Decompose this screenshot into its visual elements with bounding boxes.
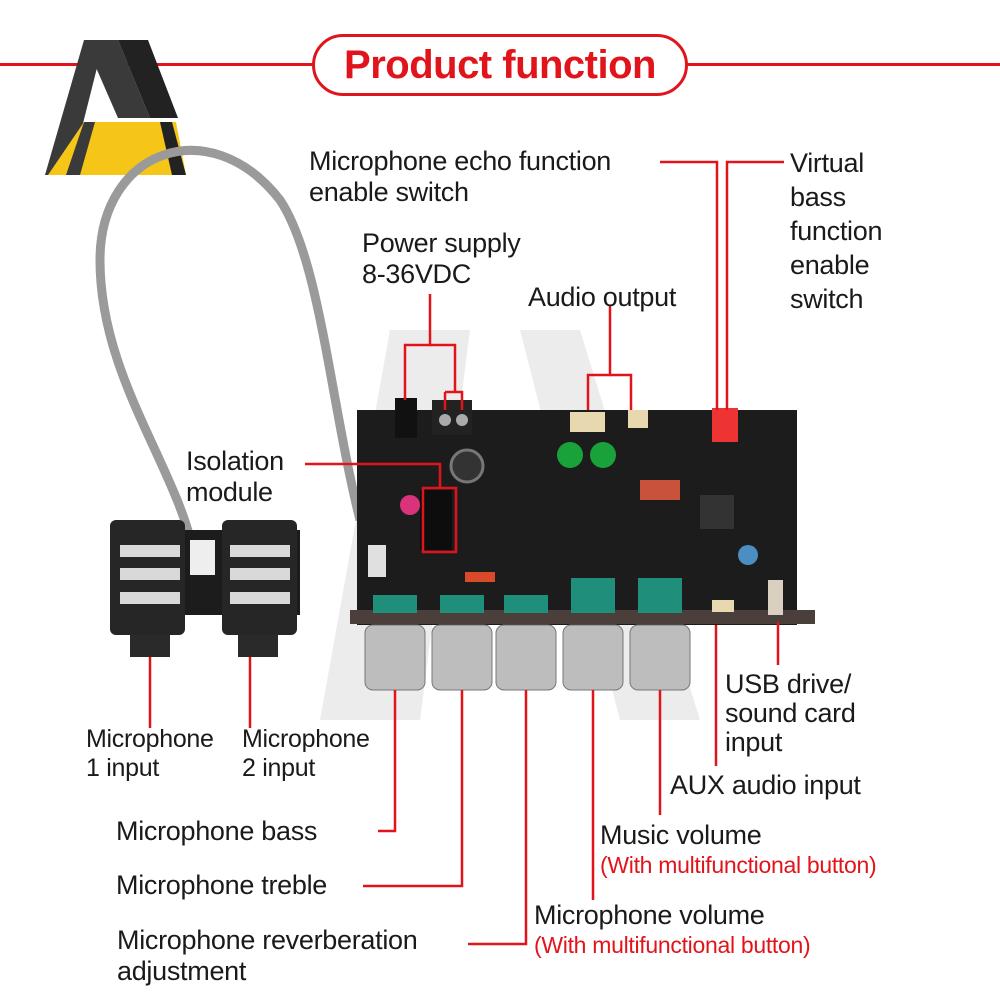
label-virtual-bass: Virtual bass function enable switch bbox=[790, 146, 882, 316]
label-line: Virtual bbox=[790, 148, 864, 178]
label-note: (With multifunctional button) bbox=[600, 852, 877, 878]
label-music-volume: Music volume (With multifunctional butto… bbox=[600, 820, 877, 879]
potentiometer-mic-vol bbox=[571, 578, 615, 613]
label-line: Microphone volume bbox=[534, 900, 765, 930]
label-line: Music volume bbox=[600, 820, 762, 850]
label-mic-treble: Microphone treble bbox=[116, 870, 328, 900]
label-line: Microphone bbox=[242, 725, 370, 753]
label-line: 8-36VDC bbox=[362, 259, 471, 289]
potentiometer-mic-treb bbox=[440, 595, 484, 613]
label-mic-reverb: Microphone reverberation adjustment bbox=[117, 925, 418, 987]
label-mic-volume: Microphone volume (With multifunctional … bbox=[534, 900, 811, 959]
label-line: bass bbox=[790, 182, 846, 212]
label-line: module bbox=[186, 477, 273, 507]
label-line: 2 input bbox=[242, 754, 315, 782]
label-line: Power supply bbox=[362, 228, 521, 258]
label-line: Microphone bbox=[86, 725, 214, 753]
jack-module bbox=[110, 520, 300, 657]
label-audio-output: Audio output bbox=[528, 282, 677, 312]
label-echo-switch: Microphone echo function enable switch bbox=[309, 146, 611, 208]
label-isolation: Isolation module bbox=[186, 446, 284, 508]
label-mic1-input: Microphone 1 input bbox=[86, 725, 214, 783]
label-mic-bass: Microphone bass bbox=[116, 816, 318, 846]
label-line: Microphone echo function bbox=[309, 146, 611, 176]
potentiometer-music-vol bbox=[638, 578, 682, 613]
label-line: enable switch bbox=[309, 177, 469, 207]
label-line: enable bbox=[790, 250, 870, 280]
title-pill: Product function bbox=[312, 34, 688, 96]
label-aux-input: AUX audio input bbox=[670, 770, 861, 800]
label-mic2-input: Microphone 2 input bbox=[242, 725, 370, 783]
microphone-cable bbox=[95, 145, 365, 561]
label-power-supply: Power supply 8-36VDC bbox=[362, 228, 521, 290]
label-line: function bbox=[790, 216, 883, 246]
label-line: adjustment bbox=[117, 956, 247, 986]
leader-lines bbox=[148, 160, 784, 946]
label-line: Microphone reverberation bbox=[117, 925, 418, 955]
label-line: USB drive/ bbox=[725, 669, 852, 699]
label-note: (With multifunctional button) bbox=[534, 932, 811, 958]
label-line: sound card bbox=[725, 698, 856, 728]
potentiometer-mic-effe bbox=[504, 595, 548, 613]
label-line: Isolation bbox=[186, 446, 284, 476]
knob-mic-bass[interactable] bbox=[364, 624, 426, 691]
knob-mic-treb[interactable] bbox=[431, 624, 493, 691]
label-usb-input: USB drive/ sound card input bbox=[725, 670, 856, 757]
label-line: switch bbox=[790, 284, 864, 314]
knob-mic-vol[interactable] bbox=[562, 624, 624, 691]
knob-mic-effe[interactable] bbox=[495, 624, 557, 691]
label-line: input bbox=[725, 727, 783, 757]
label-line: 1 input bbox=[86, 754, 159, 782]
page-title: Product function bbox=[344, 42, 656, 87]
potentiometer-mic-bass bbox=[373, 595, 417, 613]
knob-music-vol[interactable] bbox=[629, 624, 691, 691]
